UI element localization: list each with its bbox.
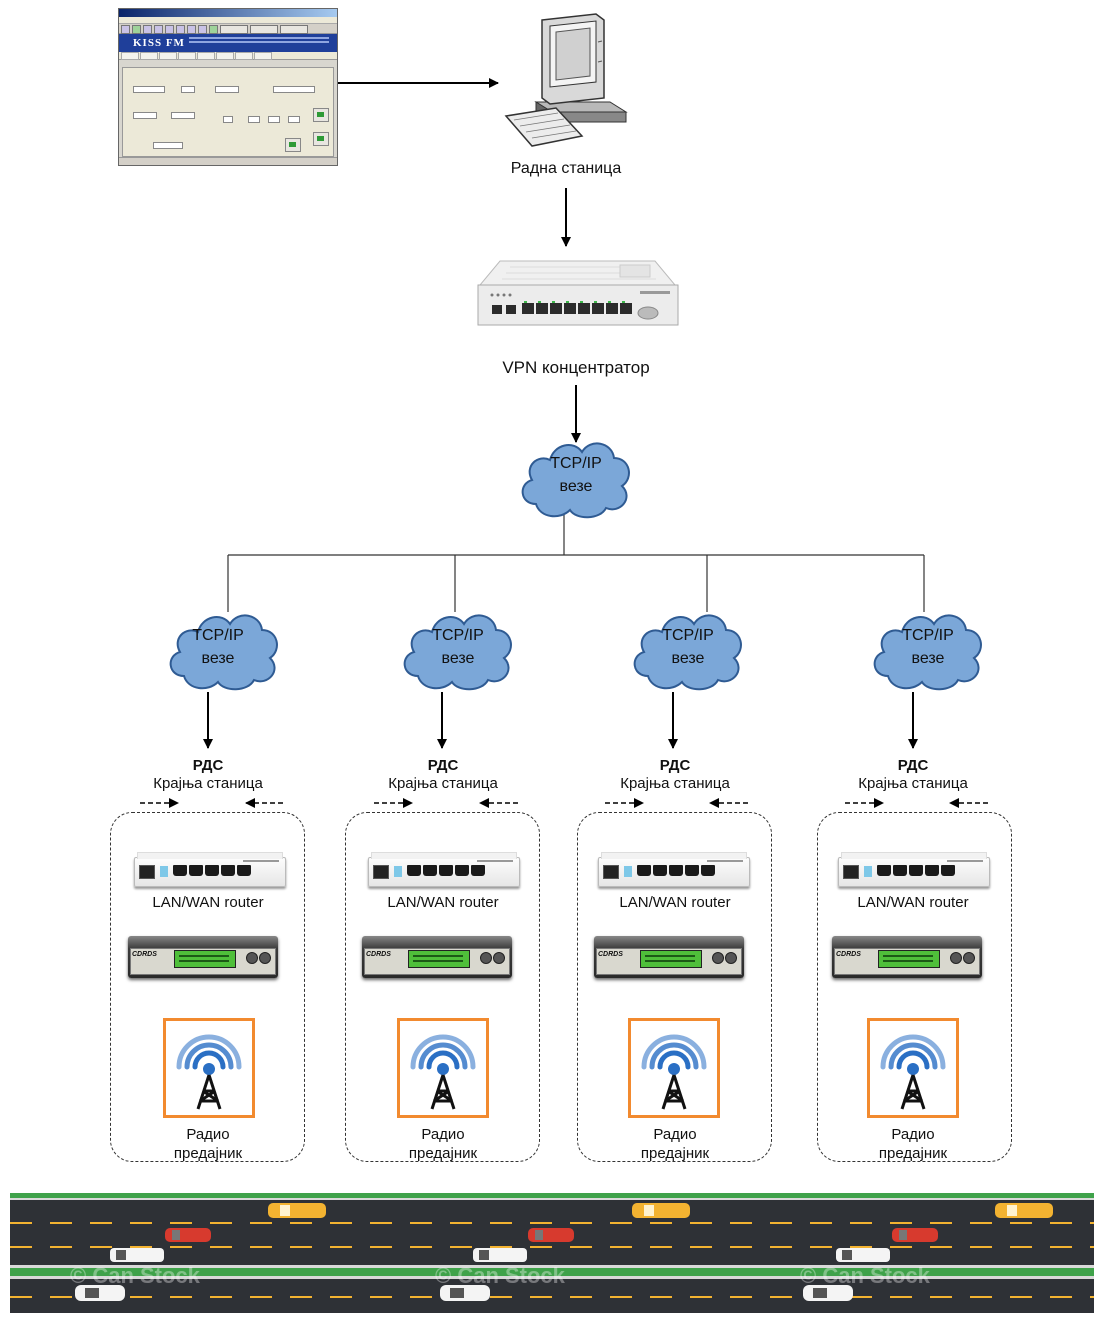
main-cloud-line1: TCP/IP xyxy=(550,455,602,472)
site1-router-label: LAN/WAN router xyxy=(152,894,264,911)
rds-software-window: KISS FM xyxy=(118,8,338,166)
site1-cloud-line2: везе xyxy=(201,650,235,667)
workstation-computer-icon xyxy=(504,13,628,147)
window-toolbar xyxy=(119,24,337,34)
site3-rds-label: РДС xyxy=(659,757,691,774)
site1-cloud-line1: TCP/IP xyxy=(192,627,244,644)
site3-tx-line2: предајник xyxy=(640,1145,710,1162)
site2-transmitter-icon xyxy=(397,1018,489,1118)
settings-panel xyxy=(122,67,334,157)
site4-encoder-logo: CDRDS xyxy=(836,951,861,958)
window-menubar xyxy=(119,17,337,24)
site3-rds-encoder: CDRDS xyxy=(594,936,744,978)
main-tcpip-cloud-icon xyxy=(521,442,630,519)
site3-router xyxy=(598,852,750,887)
site1-router xyxy=(134,852,286,887)
site2-tx-line1: Радио xyxy=(421,1126,465,1143)
site2-tx-line2: предајник xyxy=(408,1145,478,1162)
site4-tx-line2: предајник xyxy=(878,1145,948,1162)
site3-cloud-icon xyxy=(633,614,742,691)
site2-cloud-line1: TCP/IP xyxy=(432,627,484,644)
concentrator-label: VPN концентратор xyxy=(502,358,650,377)
site4-router-label: LAN/WAN router xyxy=(857,894,969,911)
watermark-3: © Can Stock xyxy=(800,1263,930,1288)
site3-group xyxy=(577,812,772,1162)
site3-encoder-logo: CDRDS xyxy=(598,951,623,958)
site1-cloud-text: TCP/IP везе xyxy=(158,624,278,670)
station-name: KISS FM xyxy=(133,37,185,49)
site4-rds-encoder: CDRDS xyxy=(832,936,982,978)
site3-cloud-line1: TCP/IP xyxy=(662,627,714,644)
site2-router-label: LAN/WAN router xyxy=(387,894,499,911)
window-tabs xyxy=(119,52,337,60)
site3-end-station-label: Крајња станица xyxy=(620,775,730,792)
main-cloud-text: TCP/IP везе xyxy=(516,452,636,498)
site1-rds-encoder: CDRDS xyxy=(128,936,278,978)
site2-cloud-line2: везе xyxy=(441,650,475,667)
site1-tx-line2: предајник xyxy=(173,1145,243,1162)
site3-cloud-text: TCP/IP везе xyxy=(628,624,748,670)
site4-group xyxy=(817,812,1012,1162)
highway-road-illustration: © Can Stock © Can Stock © Can Stock xyxy=(10,1193,1094,1313)
site4-router xyxy=(838,852,990,887)
site4-end-station-label: Крајња станица xyxy=(858,775,968,792)
site4-tx-line1: Радио xyxy=(891,1126,935,1143)
site1-cloud-icon xyxy=(169,614,278,691)
site1-end-station-label: Крајња станица xyxy=(153,775,263,792)
site1-rds-label: РДС xyxy=(192,757,224,774)
site2-cloud-icon xyxy=(403,614,512,691)
site1-encoder-logo: CDRDS xyxy=(132,951,157,958)
site2-group xyxy=(345,812,540,1162)
window-statusbar xyxy=(119,157,337,165)
site4-transmitter-icon xyxy=(867,1018,959,1118)
site2-end-station-label: Крајња станица xyxy=(388,775,498,792)
site4-cloud-icon xyxy=(873,614,982,691)
window-titlebar xyxy=(119,9,337,17)
site2-cloud-text: TCP/IP везе xyxy=(398,624,518,670)
site2-router xyxy=(368,852,520,887)
site4-rds-label: РДС xyxy=(897,757,929,774)
site3-router-label: LAN/WAN router xyxy=(619,894,731,911)
site2-rds-encoder: CDRDS xyxy=(362,936,512,978)
vpn-concentrator-device xyxy=(477,260,679,326)
station-banner: KISS FM xyxy=(119,34,337,52)
site4-cloud-line1: TCP/IP xyxy=(902,627,954,644)
site4-cloud-line2: везе xyxy=(911,650,945,667)
site3-tx-line1: Радио xyxy=(653,1126,697,1143)
site2-rds-label: РДС xyxy=(427,757,459,774)
site3-transmitter-icon xyxy=(628,1018,720,1118)
watermark-1: © Can Stock xyxy=(70,1263,200,1288)
site4-cloud-text: TCP/IP везе xyxy=(868,624,988,670)
site1-transmitter-icon xyxy=(163,1018,255,1118)
workstation-label: Радна станица xyxy=(510,160,622,177)
site2-encoder-logo: CDRDS xyxy=(366,951,391,958)
watermark-2: © Can Stock xyxy=(435,1263,565,1288)
site3-cloud-line2: везе xyxy=(671,650,705,667)
main-cloud-line2: везе xyxy=(559,478,593,495)
site1-tx-line1: Радио xyxy=(186,1126,230,1143)
road-graphic xyxy=(10,1193,1094,1301)
site1-group xyxy=(110,812,305,1162)
